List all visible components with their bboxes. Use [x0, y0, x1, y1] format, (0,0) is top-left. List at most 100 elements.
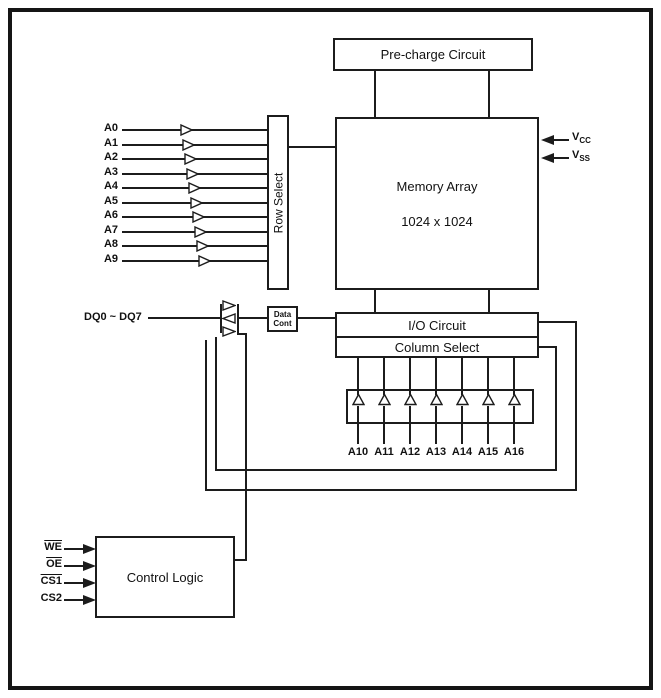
we-text: WE	[44, 541, 62, 553]
wire	[374, 71, 376, 117]
column-address-label: A10	[347, 446, 369, 458]
column-address-label: A14	[451, 446, 473, 458]
wire	[298, 317, 335, 319]
vss-base: V	[572, 149, 580, 161]
buffer-icon	[429, 393, 444, 406]
vcc-arrow-icon	[541, 135, 554, 145]
data-control-block: Data Cont	[267, 306, 298, 332]
wire	[488, 71, 490, 117]
row-select-label: Row Select	[271, 172, 286, 233]
io-circuit-block: I/O Circuit	[335, 312, 539, 338]
buffer-icon	[481, 393, 496, 406]
row-address-label: A4	[103, 180, 118, 192]
wire	[554, 157, 569, 159]
buffer-icon	[184, 152, 198, 166]
wire	[409, 358, 411, 395]
column-address-label: A16	[503, 446, 525, 458]
memory-array-title: Memory Array	[396, 178, 478, 194]
column-address-label: A12	[399, 446, 421, 458]
row-address-label: A6	[103, 209, 118, 221]
row-address-label: A2	[103, 151, 118, 163]
row-select-block: Row Select	[267, 115, 289, 290]
wire	[215, 469, 557, 471]
wire	[64, 582, 84, 584]
diagram-frame	[8, 8, 653, 690]
column-address-label: A11	[374, 446, 394, 458]
vss-sub: SS	[579, 154, 591, 164]
wire	[215, 337, 217, 471]
control-input-label-oe: OE	[26, 558, 62, 570]
wire	[488, 290, 490, 312]
arrow-icon	[83, 595, 96, 605]
wire	[122, 260, 267, 262]
wire	[383, 358, 385, 395]
wire	[461, 358, 463, 395]
cs1-text: CS1	[40, 575, 62, 587]
wire	[237, 333, 247, 335]
buffer-icon	[455, 393, 470, 406]
wire	[122, 129, 267, 131]
wire	[374, 290, 376, 312]
wire	[205, 340, 207, 491]
wire	[122, 245, 267, 247]
wire	[357, 358, 359, 395]
control-input-label-cs1: CS1	[26, 575, 62, 587]
buffer-icon	[403, 393, 418, 406]
row-address-label: A9	[103, 253, 118, 265]
control-logic-block: Control Logic	[95, 536, 235, 618]
wire	[357, 406, 359, 444]
row-address-label: A5	[103, 195, 118, 207]
row-address-label: A0	[103, 122, 118, 134]
vcc-pin-label: VCC	[572, 131, 591, 145]
wire	[575, 321, 577, 491]
data-buffer-icon	[222, 325, 237, 338]
wire	[435, 358, 437, 395]
column-select-block: Column Select	[335, 336, 539, 358]
wire	[205, 489, 577, 491]
vss-arrow-icon	[541, 153, 554, 163]
wire	[220, 304, 222, 333]
column-address-label: A15	[477, 446, 499, 458]
column-address-label: A13	[425, 446, 447, 458]
buffer-icon	[507, 393, 522, 406]
data-buffer-icon	[221, 312, 236, 325]
buffer-icon	[188, 181, 202, 195]
wire	[64, 565, 84, 567]
memory-array-size: 1024 x 1024	[401, 213, 473, 229]
control-input-label-cs2: CS2	[26, 592, 62, 604]
buffer-icon	[377, 393, 392, 406]
buffer-icon	[180, 123, 194, 137]
arrow-icon	[83, 544, 96, 554]
wire	[487, 406, 489, 444]
buffer-icon	[182, 138, 196, 152]
arrow-icon	[83, 578, 96, 588]
memory-array-block: Memory Array 1024 x 1024	[335, 117, 539, 290]
wire	[289, 146, 335, 148]
row-address-label: A1	[103, 137, 118, 149]
row-address-label: A8	[103, 238, 118, 250]
buffer-icon	[351, 393, 366, 406]
wire	[461, 406, 463, 444]
buffer-icon	[192, 210, 206, 224]
vcc-base: V	[572, 131, 580, 143]
control-logic-label: Control Logic	[126, 569, 204, 585]
wire	[513, 358, 515, 395]
data-bus-label: DQ0 ~ DQ7	[84, 311, 142, 323]
buffer-icon	[190, 196, 204, 210]
wire	[555, 346, 557, 471]
row-address-label: A3	[103, 166, 118, 178]
io-circuit-label: I/O Circuit	[408, 317, 466, 333]
column-buffer-block	[346, 389, 534, 424]
data-buffer-icon	[222, 299, 237, 312]
control-input-label-we: WE	[26, 541, 62, 553]
vss-pin-label: VSS	[572, 149, 590, 163]
buffer-icon	[196, 239, 210, 253]
cs2-text: CS2	[40, 592, 62, 604]
precharge-circuit-label: Pre-charge Circuit	[380, 47, 486, 62]
vcc-sub: CC	[579, 136, 591, 146]
buffer-icon	[198, 254, 212, 268]
precharge-circuit-block: Pre-charge Circuit	[333, 38, 533, 71]
wire	[409, 406, 411, 444]
wire	[539, 321, 577, 323]
